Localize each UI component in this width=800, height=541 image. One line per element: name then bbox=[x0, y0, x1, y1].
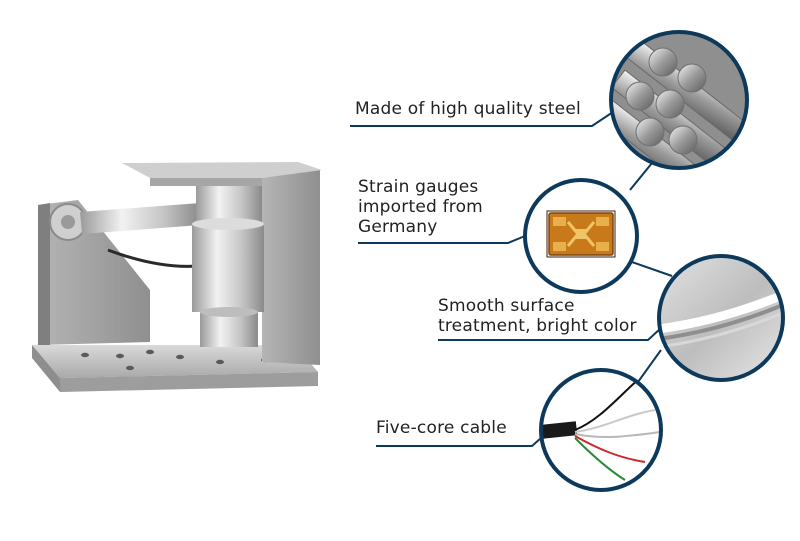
load-cell-mounting-module bbox=[32, 162, 322, 392]
feature-label-line: Five-core cable bbox=[376, 418, 507, 438]
connector-chain-2 bbox=[631, 261, 673, 277]
feature-label-smooth-surface: Smooth surface treatment, bright color bbox=[438, 296, 637, 336]
connector-chain-1 bbox=[629, 162, 653, 191]
feature-label-line: treatment, bright color bbox=[438, 316, 637, 336]
five-core-cable-icon bbox=[539, 368, 663, 492]
connector-lines bbox=[350, 111, 673, 447]
connector-cable bbox=[376, 437, 542, 447]
polished-surface-icon bbox=[657, 254, 785, 382]
feature-label-steel: Made of high quality steel bbox=[355, 99, 581, 119]
feature-label-line: Smooth surface bbox=[438, 296, 575, 316]
feature-label-line: Made of high quality steel bbox=[355, 99, 581, 119]
steel-rods-icon bbox=[609, 30, 749, 170]
connector-smooth bbox=[438, 327, 662, 341]
feature-label-strain-gauges: Strain gauges imported from Germany bbox=[358, 177, 483, 237]
connector-steel bbox=[350, 111, 614, 127]
feature-label-line: imported from bbox=[358, 197, 483, 217]
connector-strain bbox=[358, 235, 526, 244]
strain-gauge-icon bbox=[523, 178, 639, 294]
feature-label-cable: Five-core cable bbox=[376, 418, 507, 438]
connector-chain-3 bbox=[637, 349, 662, 383]
feature-label-line: Strain gauges bbox=[358, 177, 479, 197]
feature-label-line: Germany bbox=[358, 217, 438, 237]
